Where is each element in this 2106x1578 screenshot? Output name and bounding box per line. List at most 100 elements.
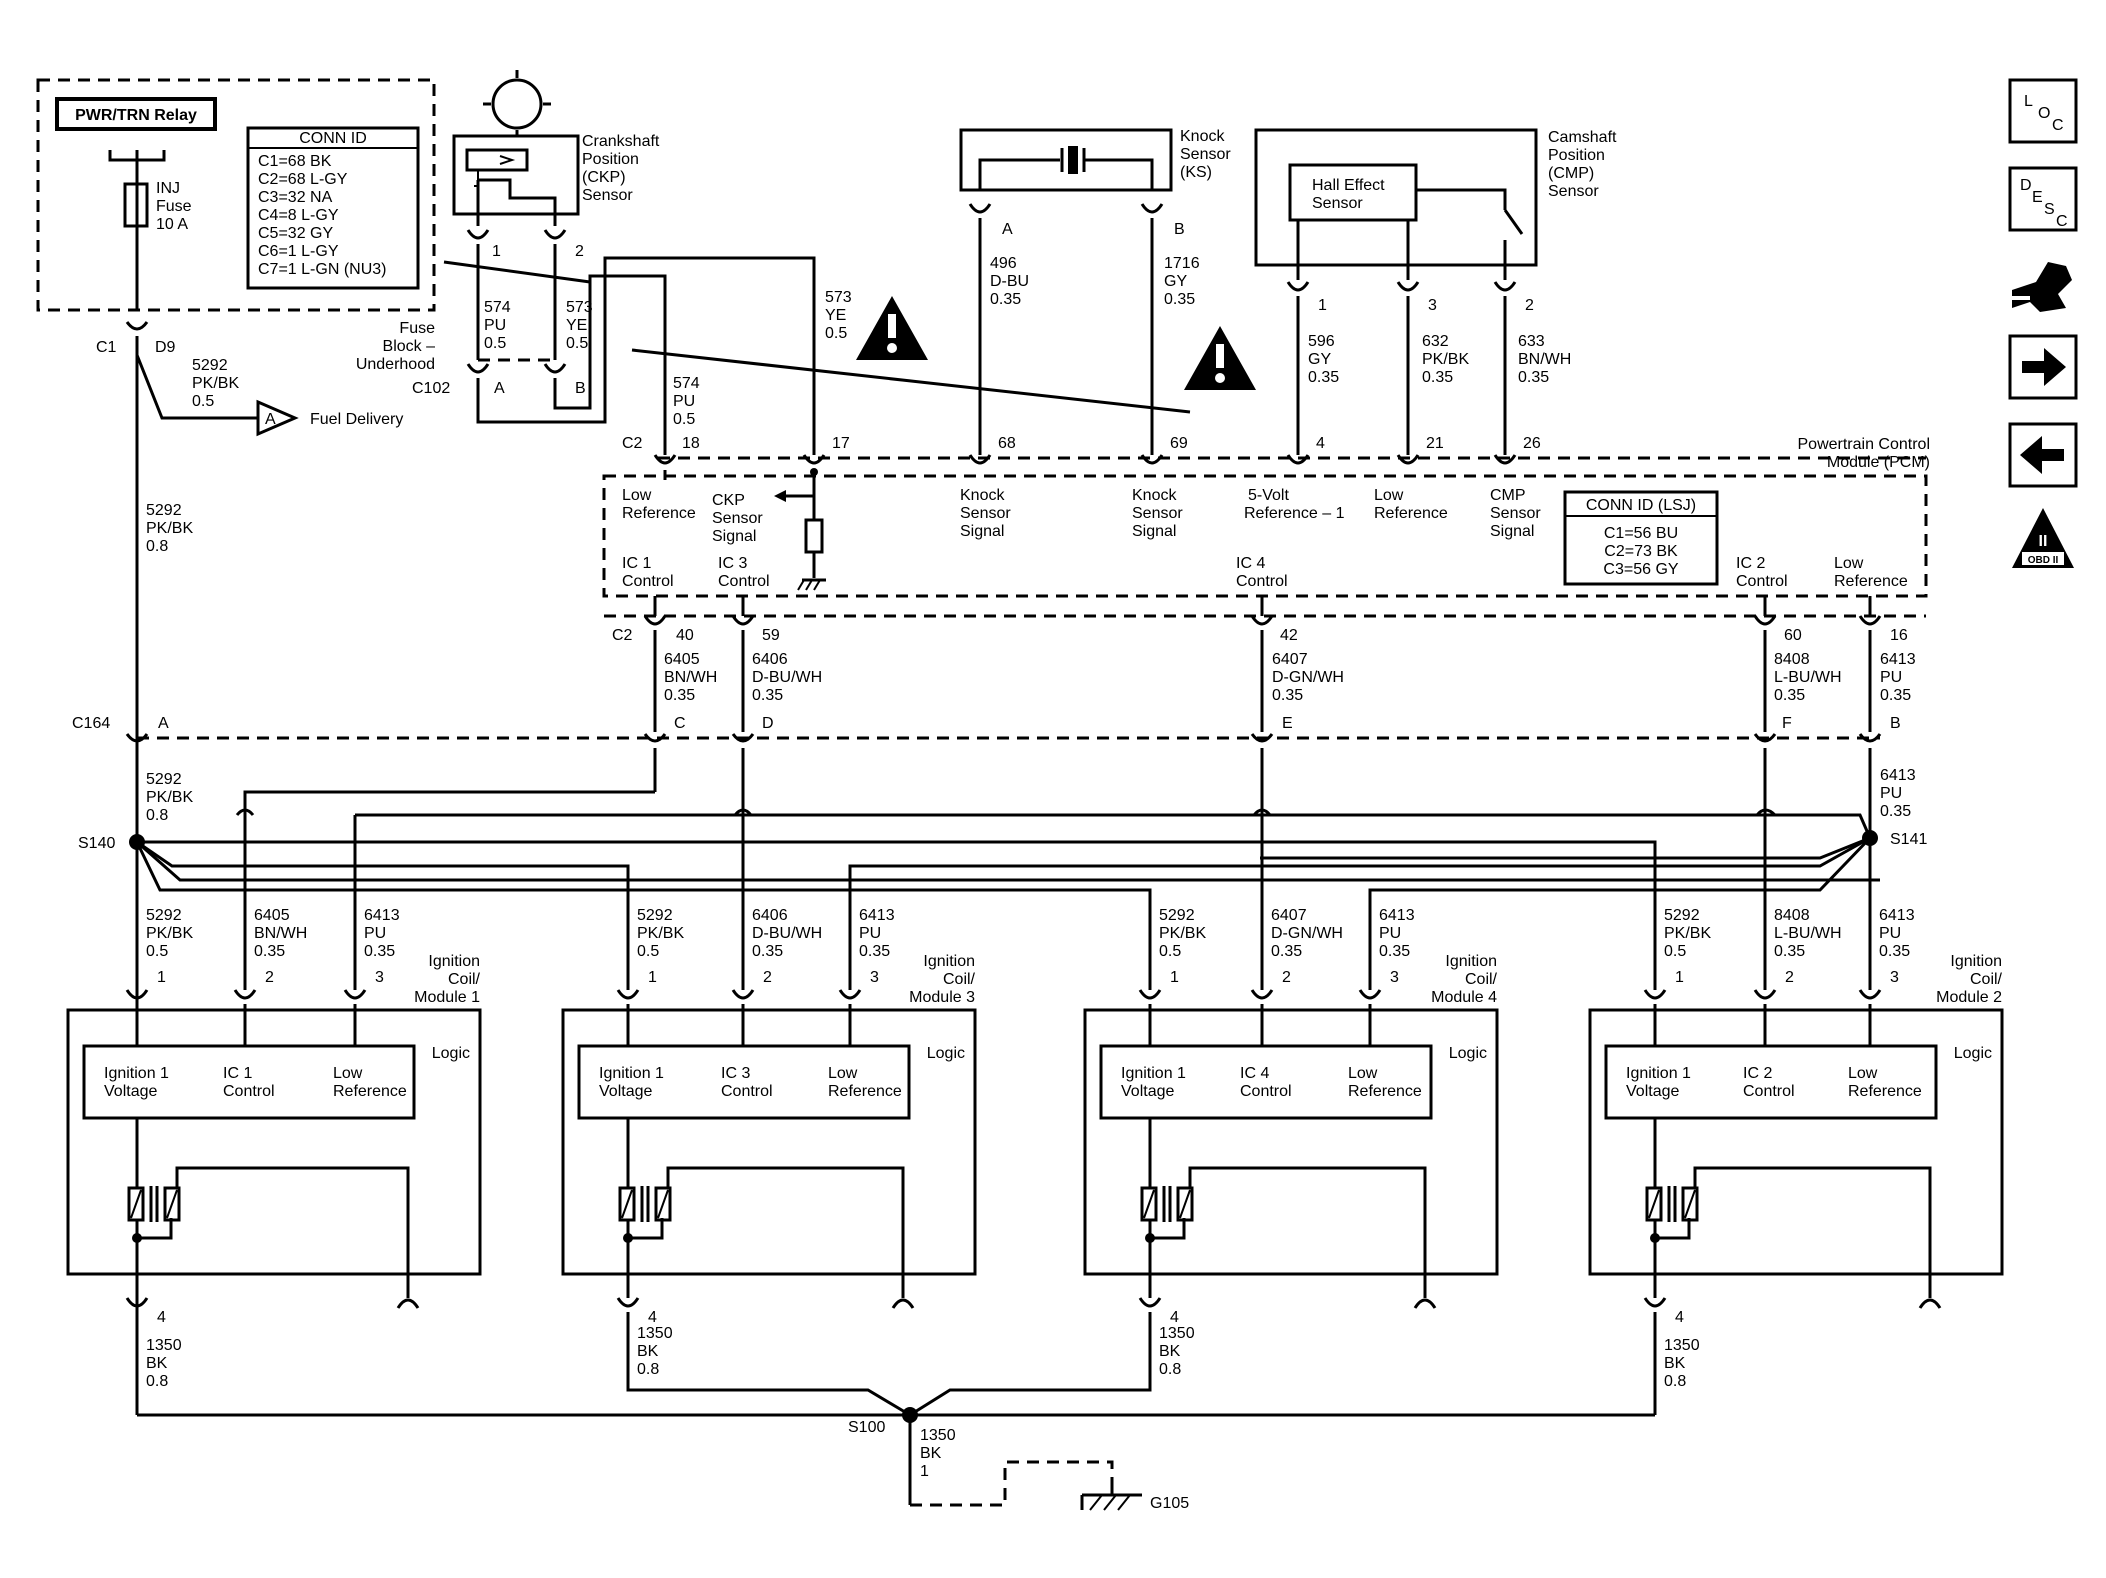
wire-size: 0.35 bbox=[1774, 943, 1805, 960]
coil-pin: 4 bbox=[1170, 1309, 1179, 1326]
loc-icon[interactable]: L O C bbox=[2008, 78, 2078, 144]
wire-size: 0.5 bbox=[825, 325, 847, 342]
coil-pin: 1 bbox=[157, 969, 166, 986]
pcm-label: Low bbox=[1834, 555, 1864, 572]
logic-box bbox=[577, 1044, 911, 1120]
knock-name: Knock bbox=[1180, 128, 1225, 145]
wire-size: 0.8 bbox=[1159, 1361, 1181, 1378]
wire-color: L-BU/WH bbox=[1774, 669, 1842, 686]
logic-input-label: Ignition 1 bbox=[104, 1065, 169, 1082]
pcm-conn-row: C3=56 GY bbox=[1603, 561, 1678, 578]
pcm-conn-title: CONN ID (LSJ) bbox=[1586, 497, 1696, 514]
next-arrow-icon[interactable] bbox=[2008, 334, 2078, 400]
fuel-marker-letter: A bbox=[265, 411, 276, 428]
inj-feed: C1 D9 A Fuel Delivery 5292 PK/BK 0.5 529… bbox=[96, 321, 403, 1415]
obd-icon[interactable]: II OBD II bbox=[2012, 508, 2074, 568]
pcm-label: Signal bbox=[960, 523, 1004, 540]
wire-size: 0.35 bbox=[990, 291, 1021, 308]
fuel-delivery-marker bbox=[256, 399, 299, 437]
ckp-name: Sensor bbox=[582, 187, 633, 204]
logic-input-label: Low bbox=[1848, 1065, 1878, 1082]
wire-color: PK/BK bbox=[146, 925, 193, 942]
wire-color: PU bbox=[1880, 669, 1902, 686]
c164-pin: F bbox=[1782, 715, 1792, 732]
pcm-conn-id bbox=[1563, 490, 1719, 586]
wire-color: PU bbox=[673, 393, 695, 410]
pcm-label: CMP bbox=[1490, 487, 1526, 504]
wire-color: PK/BK bbox=[637, 925, 684, 942]
wire-number: 6406 bbox=[752, 651, 788, 668]
svg-text:II: II bbox=[2039, 533, 2048, 550]
logic-input-label: Voltage bbox=[104, 1083, 157, 1100]
connector-icon[interactable] bbox=[2008, 262, 2072, 312]
wire-number: 573 bbox=[566, 299, 593, 316]
pcm-label: Sensor bbox=[1132, 505, 1183, 522]
wire-color: PK/BK bbox=[146, 789, 193, 806]
back-arrow-icon[interactable] bbox=[2008, 422, 2078, 488]
wire-color: YE bbox=[825, 307, 846, 324]
logic-input-label: IC 4 bbox=[1240, 1065, 1269, 1082]
pcm-pin: 18 bbox=[682, 435, 700, 452]
wire-color: BK bbox=[1664, 1355, 1686, 1372]
wire-size: 0.35 bbox=[254, 943, 285, 960]
wire-color: BK bbox=[920, 1445, 942, 1462]
wire-size: 0.8 bbox=[1664, 1373, 1686, 1390]
fuse-block-c102: Fuse Block – Underhood C102 A B bbox=[356, 256, 816, 455]
connector-pin-icon bbox=[616, 1297, 640, 1308]
pcm-label: Reference bbox=[1834, 573, 1908, 590]
pcm-pin: 60 bbox=[1784, 627, 1802, 644]
c164-name: C164 bbox=[72, 715, 110, 732]
wire-number: 574 bbox=[673, 375, 700, 392]
d9-label: D9 bbox=[155, 339, 176, 356]
s140-label: S140 bbox=[78, 835, 115, 852]
wire-number: 6413 bbox=[1879, 907, 1915, 924]
coil-name: Module 2 bbox=[1936, 989, 2002, 1006]
wire-size: 0.35 bbox=[1164, 291, 1195, 308]
side-nav: L O C D E S C II OBD II bbox=[2008, 78, 2078, 568]
logic-label: Logic bbox=[1954, 1045, 1992, 1062]
ckp-name: (CKP) bbox=[582, 169, 626, 186]
svg-text:E: E bbox=[2032, 189, 2043, 206]
pcm-label: CKP bbox=[712, 492, 745, 509]
relay-conn-title: CONN ID bbox=[299, 130, 367, 147]
fuel-delivery-label: Fuel Delivery bbox=[310, 411, 403, 428]
wire-color: BN/WH bbox=[1518, 351, 1571, 368]
coil-pin: 2 bbox=[265, 969, 274, 986]
wire-color: BK bbox=[637, 1343, 659, 1360]
wire-color: D-GN/WH bbox=[1271, 925, 1343, 942]
connector-pin-icon bbox=[125, 1297, 149, 1308]
fuse-label-3: 10 A bbox=[156, 216, 188, 233]
wire-number: 596 bbox=[1308, 333, 1335, 350]
connector-pin-icon bbox=[125, 989, 149, 1000]
pcm-pin: 69 bbox=[1170, 435, 1188, 452]
relay-dashed-box bbox=[36, 78, 436, 312]
relay-conn-row: C1=68 BK bbox=[258, 153, 332, 170]
connector-pin-icon bbox=[1643, 1297, 1667, 1308]
desc-icon[interactable]: D E S C bbox=[2008, 166, 2078, 232]
pcm-label: 5-Volt bbox=[1248, 487, 1289, 504]
coil-pin: 1 bbox=[1675, 969, 1684, 986]
logic-input-label: Control bbox=[223, 1083, 275, 1100]
wire-size: 0.35 bbox=[1880, 687, 1911, 704]
wire-number: 1350 bbox=[1664, 1337, 1700, 1354]
ground-circuit: S100 1350 BK 1 G105 bbox=[137, 1360, 1655, 1512]
wire-number: 1350 bbox=[1159, 1325, 1195, 1342]
wire-number: 6413 bbox=[1880, 651, 1916, 668]
pcm-label: Reference – 1 bbox=[1244, 505, 1345, 522]
wire-size: 0.8 bbox=[146, 1373, 168, 1390]
logic-input-label: Reference bbox=[333, 1083, 407, 1100]
wire-size: 0.5 bbox=[566, 335, 588, 352]
svg-text:D: D bbox=[2020, 177, 2032, 194]
pcm-label: Reference bbox=[622, 505, 696, 522]
connector-c164: C164 A C D E F B 5292 PK/BK 0.8 6413 PU … bbox=[72, 715, 1916, 824]
logic-label: Logic bbox=[1449, 1045, 1487, 1062]
wire-number: 6413 bbox=[1379, 907, 1415, 924]
pcm-output-wires: 6405 BN/WH 0.35 6406 D-BU/WH 0.35 6407 D… bbox=[653, 630, 1916, 732]
wire-size: 0.5 bbox=[146, 943, 168, 960]
pcm-label: IC 2 bbox=[1736, 555, 1765, 572]
wire-number: 573 bbox=[825, 289, 852, 306]
logic-input-label: Ignition 1 bbox=[599, 1065, 664, 1082]
wire-number: 5292 bbox=[146, 771, 182, 788]
